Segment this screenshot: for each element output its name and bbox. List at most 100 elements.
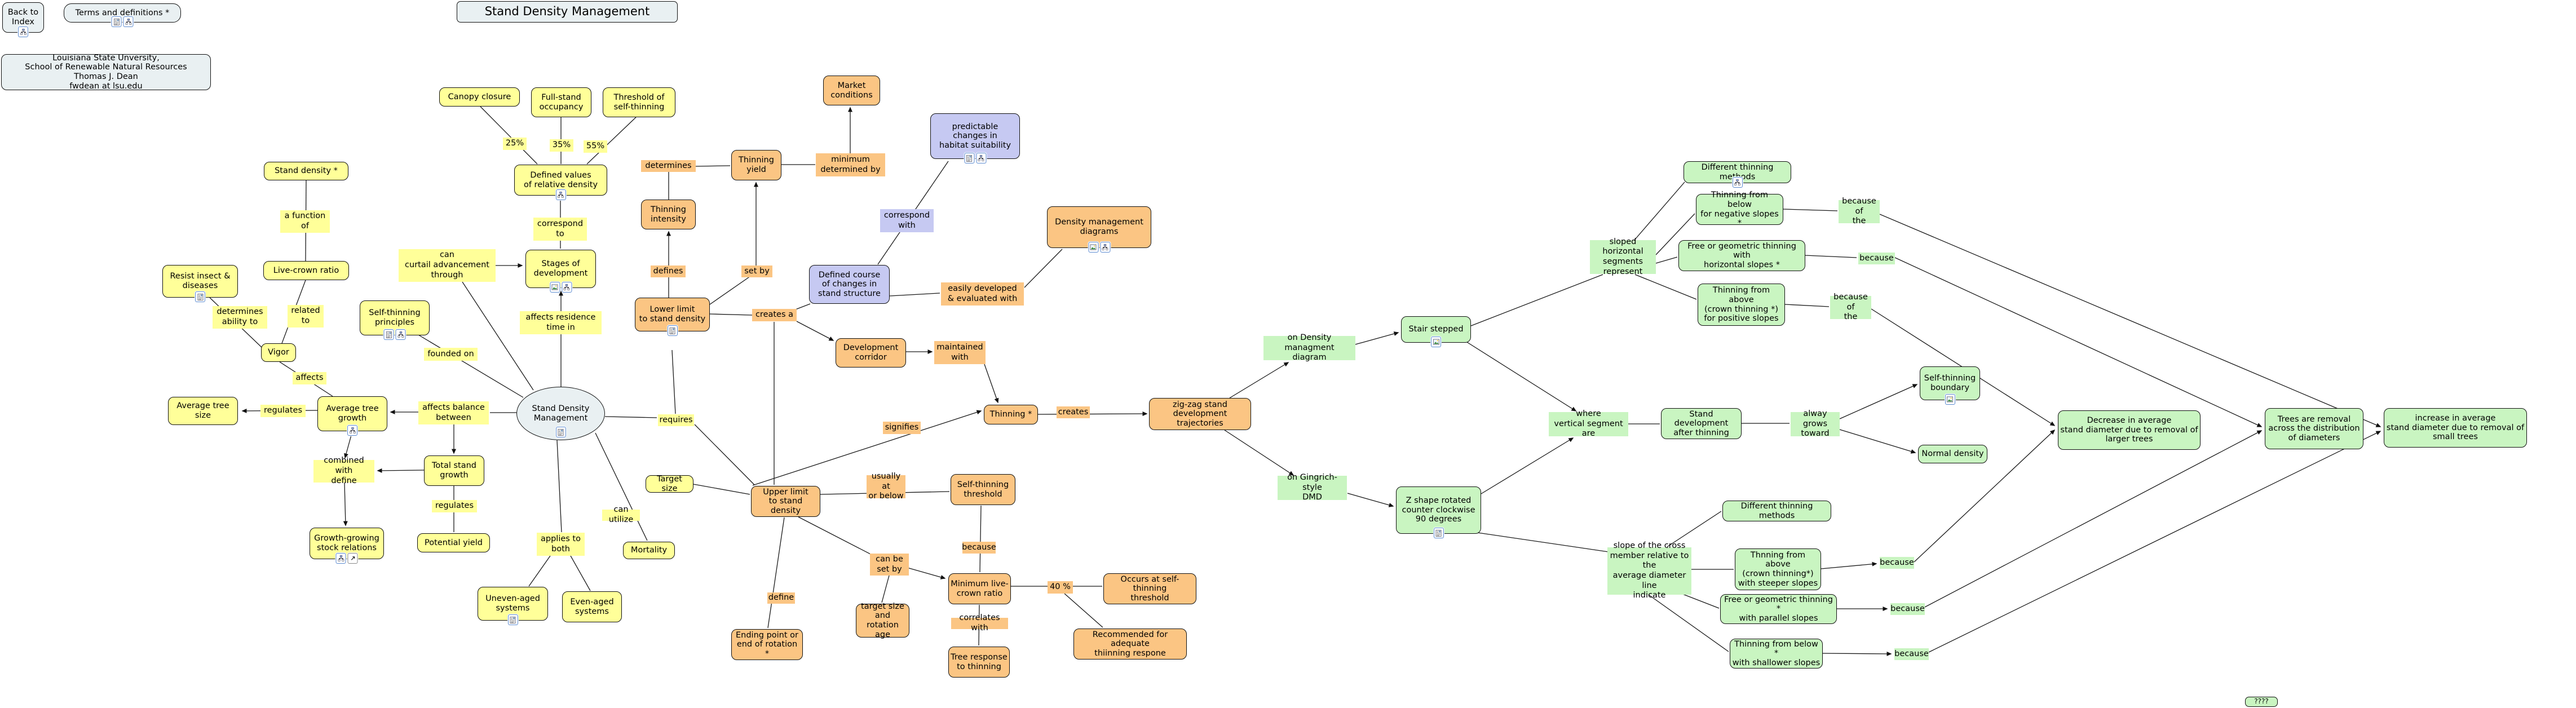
node-average-tree-size[interactable]: Average tree size — [168, 397, 238, 425]
link-determines[interactable]: determines — [641, 160, 696, 172]
node-decrease-average-diameter[interactable]: Decrease in average stand diameter due t… — [2058, 410, 2201, 450]
node-even-aged-systems[interactable]: Even-aged systems — [562, 591, 622, 622]
node-density-management-diagrams[interactable]: Density management diagrams — [1047, 206, 1151, 253]
node-mortality[interactable]: Mortality — [623, 542, 675, 559]
node-unknown[interactable]: ???? — [2245, 697, 2278, 707]
concept-map-icon[interactable] — [562, 282, 572, 293]
node-lower-limit-stand-density[interactable]: Lower limit to stand density — [635, 298, 710, 336]
node-stages-of-development[interactable]: Stages of development — [525, 250, 596, 293]
node-growth-growing-stock-relations[interactable]: Growth-growing stock relations — [310, 528, 384, 564]
node-stand-density-management[interactable]: Stand Density Management — [516, 387, 605, 440]
concept-map-icon[interactable] — [347, 425, 357, 436]
link-because-of-the-1[interactable]: because of the — [1839, 197, 1880, 225]
node-target-size[interactable]: Target size — [646, 475, 693, 493]
document-icon[interactable] — [111, 16, 122, 27]
link-because-parallel[interactable]: because — [1890, 603, 1925, 615]
node-different-thinning-methods-top[interactable]: Different thinning methods — [1684, 161, 1791, 188]
node-resist-insect-diseases[interactable]: Resist insect & diseases — [162, 265, 238, 302]
concept-map-icon[interactable] — [1100, 242, 1110, 253]
external-link-icon[interactable] — [347, 553, 358, 564]
link-35-percent[interactable]: 35% — [550, 139, 573, 152]
link-regulates-yield[interactable]: regulates — [432, 500, 477, 512]
node-thinning-above-steeper-slopes[interactable]: Thnning from above (crown thinning*) wit… — [1735, 548, 1821, 590]
link-because-steeper[interactable]: because — [1880, 557, 1914, 569]
node-free-geometric-parallel-slopes[interactable]: Free or geometric thinning * with parall… — [1720, 594, 1837, 624]
node-thinning-above-positive-slopes[interactable]: Thinning from above (crown thinning *) f… — [1698, 284, 1785, 326]
document-icon[interactable] — [667, 325, 678, 336]
image-icon[interactable] — [550, 282, 560, 293]
link-because-of-the-2[interactable]: because of the — [1830, 293, 1871, 321]
node-canopy-closure[interactable]: Canopy closure — [439, 87, 520, 107]
page-title[interactable]: Stand Density Management — [457, 1, 678, 23]
link-can-be-set-by[interactable]: can be set by — [870, 554, 909, 576]
node-different-thinning-methods-bottom[interactable]: Different thinning methods — [1722, 501, 1831, 521]
node-self-thinning-threshold[interactable]: Self-thinning threshold — [951, 474, 1015, 505]
document-icon[interactable] — [383, 329, 394, 340]
link-applies-to-both[interactable]: applies to both — [537, 533, 585, 556]
concept-map-icon[interactable] — [335, 553, 346, 564]
node-z-shape-rotated[interactable]: Z shape rotated counter clockwise 90 deg… — [1396, 486, 1481, 538]
node-self-thinning-principles[interactable]: Self-thinning principles — [360, 300, 430, 340]
node-stand-development-after-thinning[interactable]: Stand development after thinning — [1661, 408, 1742, 439]
link-because-horizontal[interactable]: because — [1858, 253, 1895, 264]
document-icon[interactable] — [964, 153, 974, 163]
link-sloped-horizontal-segments[interactable]: sloped horizontal segments represent — [1590, 237, 1656, 276]
node-recommended-for-thinning-response[interactable]: Recommended for adequate thiinning respo… — [1073, 629, 1187, 660]
link-usually-at-or-below[interactable]: usually at or below — [867, 472, 905, 501]
link-a-function-of[interactable]: a function of — [280, 210, 330, 233]
node-live-crown-ratio[interactable]: Live-crown ratio — [263, 261, 349, 280]
node-full-stand-occupancy[interactable]: Full-stand occupancy — [531, 87, 591, 117]
link-correspond-to[interactable]: correspond to — [533, 218, 587, 241]
concept-map-icon[interactable] — [976, 153, 986, 163]
link-regulates-tree-size[interactable]: regulates — [260, 405, 306, 417]
node-defined-course-of-changes[interactable]: Defined course of changes in stand struc… — [809, 265, 890, 304]
link-can-curtail-advancement[interactable]: can curtail advancement through — [399, 249, 496, 282]
link-affects-balance-between[interactable]: affects balance between — [418, 401, 489, 424]
link-signifies[interactable]: signifies — [883, 422, 921, 434]
link-correspond-with[interactable]: correspond with — [880, 209, 934, 232]
link-on-density-management-diagram[interactable]: on Density managment diagram — [1263, 333, 1355, 362]
link-founded-on[interactable]: founded on — [424, 348, 478, 361]
image-icon[interactable] — [1088, 242, 1098, 253]
link-easily-developed-evaluated[interactable]: easily developed & evaluated with — [941, 282, 1024, 306]
node-self-thinning-boundary[interactable]: Self-thinning boundary — [1920, 366, 1980, 405]
link-40-percent[interactable]: 40 % — [1048, 581, 1073, 594]
concept-map-icon[interactable] — [555, 189, 566, 200]
concept-map-icon[interactable] — [123, 16, 134, 27]
link-affects-residence-time[interactable]: affects residence time in — [520, 311, 602, 334]
node-upper-limit-stand-density[interactable]: Upper limit to stand density — [751, 486, 820, 517]
link-related-to[interactable]: related to — [288, 305, 324, 328]
concept-map-icon[interactable] — [1732, 177, 1743, 188]
back-to-index-node[interactable]: Back to Index — [2, 2, 44, 37]
node-defined-values-relative-density[interactable]: Defined values of relative density — [514, 165, 607, 200]
link-requires[interactable]: requires — [658, 414, 694, 426]
link-defines[interactable]: defines — [651, 266, 686, 277]
node-target-size-rotation-age[interactable]: target size and rotation age — [856, 602, 909, 639]
document-icon[interactable] — [1433, 528, 1444, 538]
terms-and-definitions-node[interactable]: Terms and definitions * — [64, 3, 181, 27]
node-free-geometric-horizontal-slopes[interactable]: Free or geometric thinning with horizont… — [1678, 240, 1805, 271]
node-zig-zag-trajectories[interactable]: zig-zag stand development trajectories — [1149, 398, 1251, 430]
image-icon[interactable] — [1945, 394, 1955, 405]
node-tree-response-to-thinning[interactable]: Tree response to thinning — [948, 647, 1010, 678]
link-set-by[interactable]: set by — [741, 266, 772, 277]
node-normal-density[interactable]: Normal density — [1918, 445, 1987, 463]
link-correlates-with[interactable]: correlates with — [951, 613, 1008, 632]
node-thinning[interactable]: Thinning * — [984, 405, 1038, 424]
link-creates[interactable]: creates — [1057, 406, 1090, 418]
link-slope-of-cross-member[interactable]: slope of the cross member relative to th… — [1607, 541, 1691, 600]
node-development-corridor[interactable]: Development corridor — [836, 338, 906, 368]
link-on-gingrich-style-dmd[interactable]: on Gingrich-style DMD — [1278, 473, 1347, 502]
node-threshold-of-self-thinning[interactable]: Threshold of self-thinning — [603, 87, 675, 117]
link-alway-grows-toward[interactable]: alway grows toward — [1791, 409, 1840, 438]
node-thinning-intensity[interactable]: Thinning intensity — [641, 200, 696, 229]
node-ending-point-end-of-rotation[interactable]: Ending point or end of rotation * — [731, 629, 803, 660]
link-25-percent[interactable]: 25% — [503, 138, 527, 150]
concept-map-icon[interactable] — [395, 329, 406, 340]
node-increase-average-diameter[interactable]: increase in average stand diameter due t… — [2384, 408, 2527, 448]
node-potential-yield[interactable]: Potential yield — [417, 533, 490, 552]
node-stand-density[interactable]: Stand density * — [264, 162, 348, 180]
document-icon[interactable] — [195, 291, 205, 302]
link-define[interactable]: define — [767, 592, 795, 604]
node-average-tree-growth[interactable]: Average tree growth — [317, 396, 387, 436]
